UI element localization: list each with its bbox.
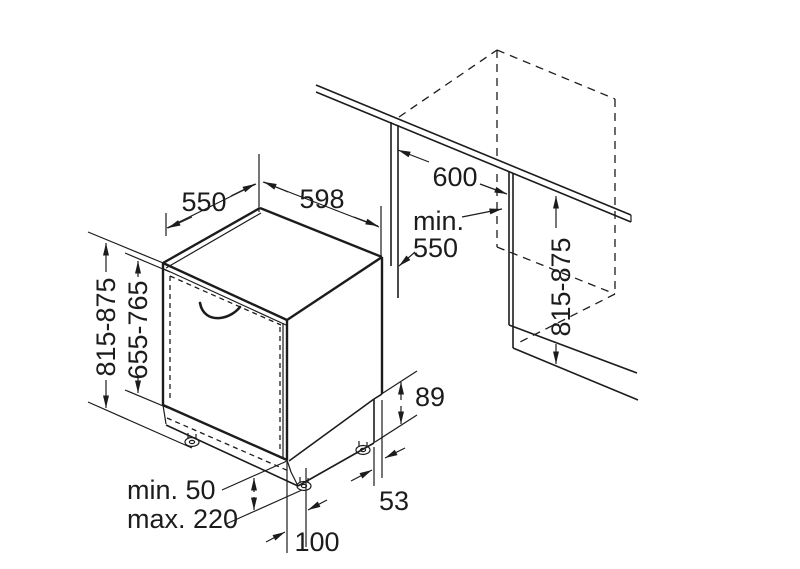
dimension-front-foot-setback: 100 — [265, 462, 340, 557]
dim-label-niche-width: 600 — [432, 162, 477, 192]
dimension-appliance-depth: 550 — [165, 154, 260, 236]
dishwasher-body — [161, 206, 384, 487]
door-handle-icon — [198, 301, 242, 320]
dim-label-rear-recess-depth: 53 — [379, 486, 409, 516]
dim-label-plinth-gap-max: max. 220 — [127, 504, 238, 534]
countertop — [315, 84, 632, 223]
door-panel-dashed-outline — [166, 275, 292, 473]
adjustable-feet — [184, 433, 371, 492]
dimension-appliance-height: 815-875 — [87, 231, 193, 449]
niche-right-wall — [508, 171, 514, 348]
floor-lines-right — [508, 324, 639, 401]
dim-label-niche-min-depth-1: min. — [413, 206, 464, 236]
dim-label-plinth-gap-min: min. 50 — [127, 475, 216, 505]
dimension-niche-width: 600 — [397, 149, 508, 195]
foot-front-right — [296, 477, 312, 492]
dimension-appliance-width: 598 — [262, 181, 382, 256]
dimension-plinth-gap: min. 50 max. 220 — [127, 460, 303, 534]
dim-label-rear-recess-height: 89 — [415, 382, 445, 412]
dimension-door-panel-height: 655-765 — [123, 252, 171, 409]
dim-label-door-panel-height: 655-765 — [123, 280, 153, 379]
dimension-rear-recess-depth: 53 — [350, 400, 409, 516]
dimension-niche-min-depth: min. 550 — [398, 206, 503, 267]
dim-label-appliance-depth: 550 — [181, 187, 226, 217]
dimension-niche-height: 815-875 — [546, 196, 576, 364]
dim-label-appliance-width: 598 — [299, 184, 344, 214]
dim-label-niche-min-depth-2: 550 — [413, 233, 458, 263]
dim-label-appliance-height: 815-875 — [91, 277, 121, 376]
niche-left-wall — [390, 122, 399, 298]
foot-front-left — [184, 433, 200, 448]
dim-label-niche-height: 815-875 — [546, 237, 576, 336]
dim-label-front-foot-setback: 100 — [294, 527, 339, 557]
dimension-rear-recess-height: 89 — [374, 370, 445, 443]
niche-dashed-outline — [398, 49, 616, 344]
foot-rear-right — [355, 441, 371, 456]
